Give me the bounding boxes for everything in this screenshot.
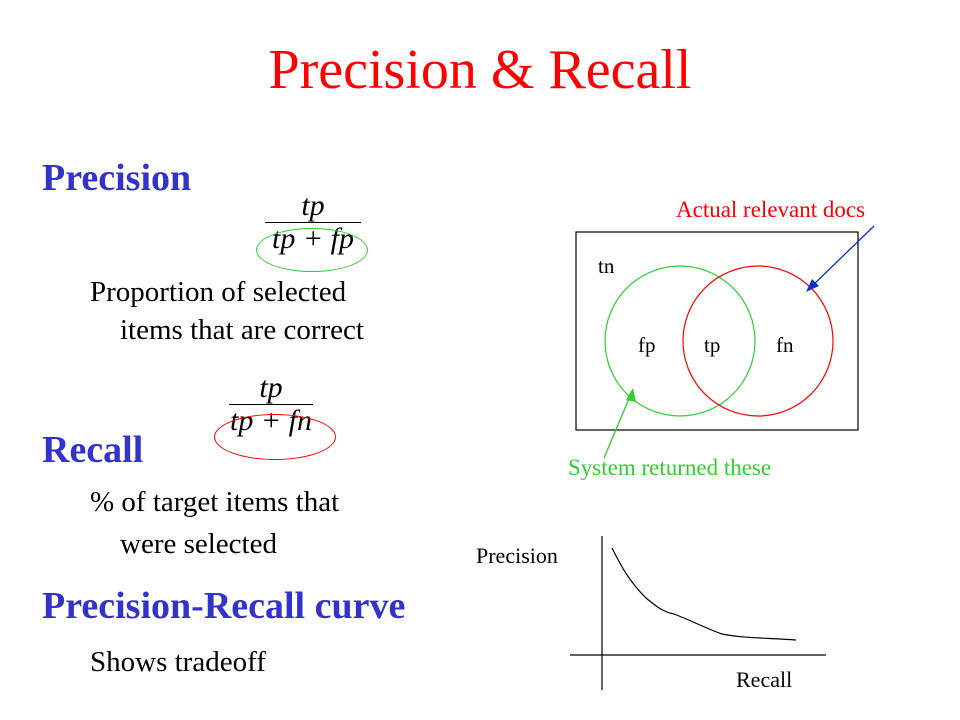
relevant-arrow-line	[809, 225, 875, 289]
venn-fp-label: fp	[638, 333, 656, 357]
pr-curve-line	[611, 547, 797, 641]
system-arrow-head	[626, 388, 636, 402]
fraction-bar	[265, 222, 361, 223]
actual-relevant-circle	[682, 265, 834, 417]
precision-denominator-highlight	[256, 228, 368, 272]
system-returned-label: System returned these	[568, 455, 772, 480]
relevant-arrow-head	[806, 279, 819, 292]
plot-x-label: Recall	[736, 667, 793, 692]
venn-fn-label: fn	[776, 333, 794, 357]
actual-relevant-label: Actual relevant docs	[676, 197, 866, 222]
precision-description-line2: items that are correct	[120, 314, 364, 346]
recall-heading: Recall	[42, 429, 144, 471]
plot-y-label: Precision	[476, 543, 558, 568]
recall-description-line1: % of target items that	[90, 486, 340, 518]
venn-tp-label: tp	[704, 333, 721, 357]
universe-box	[575, 231, 859, 431]
system-returned-circle	[604, 265, 756, 417]
recall-numerator: tp	[259, 371, 283, 404]
precision-numerator: tp	[301, 189, 325, 222]
venn-tn-label: tn	[598, 254, 615, 278]
page-title: Precision & Recall	[268, 39, 692, 101]
system-arrow-line	[603, 393, 632, 459]
recall-description-line2: were selected	[120, 528, 277, 560]
precision-description-line1: Proportion of selected	[90, 276, 347, 308]
pr-curve-description: Shows tradeoff	[90, 646, 266, 678]
recall-denominator-highlight	[214, 414, 336, 460]
fraction-bar	[229, 404, 313, 405]
precision-heading: Precision	[42, 157, 192, 199]
pr-curve-heading: Precision-Recall curve	[42, 585, 406, 627]
